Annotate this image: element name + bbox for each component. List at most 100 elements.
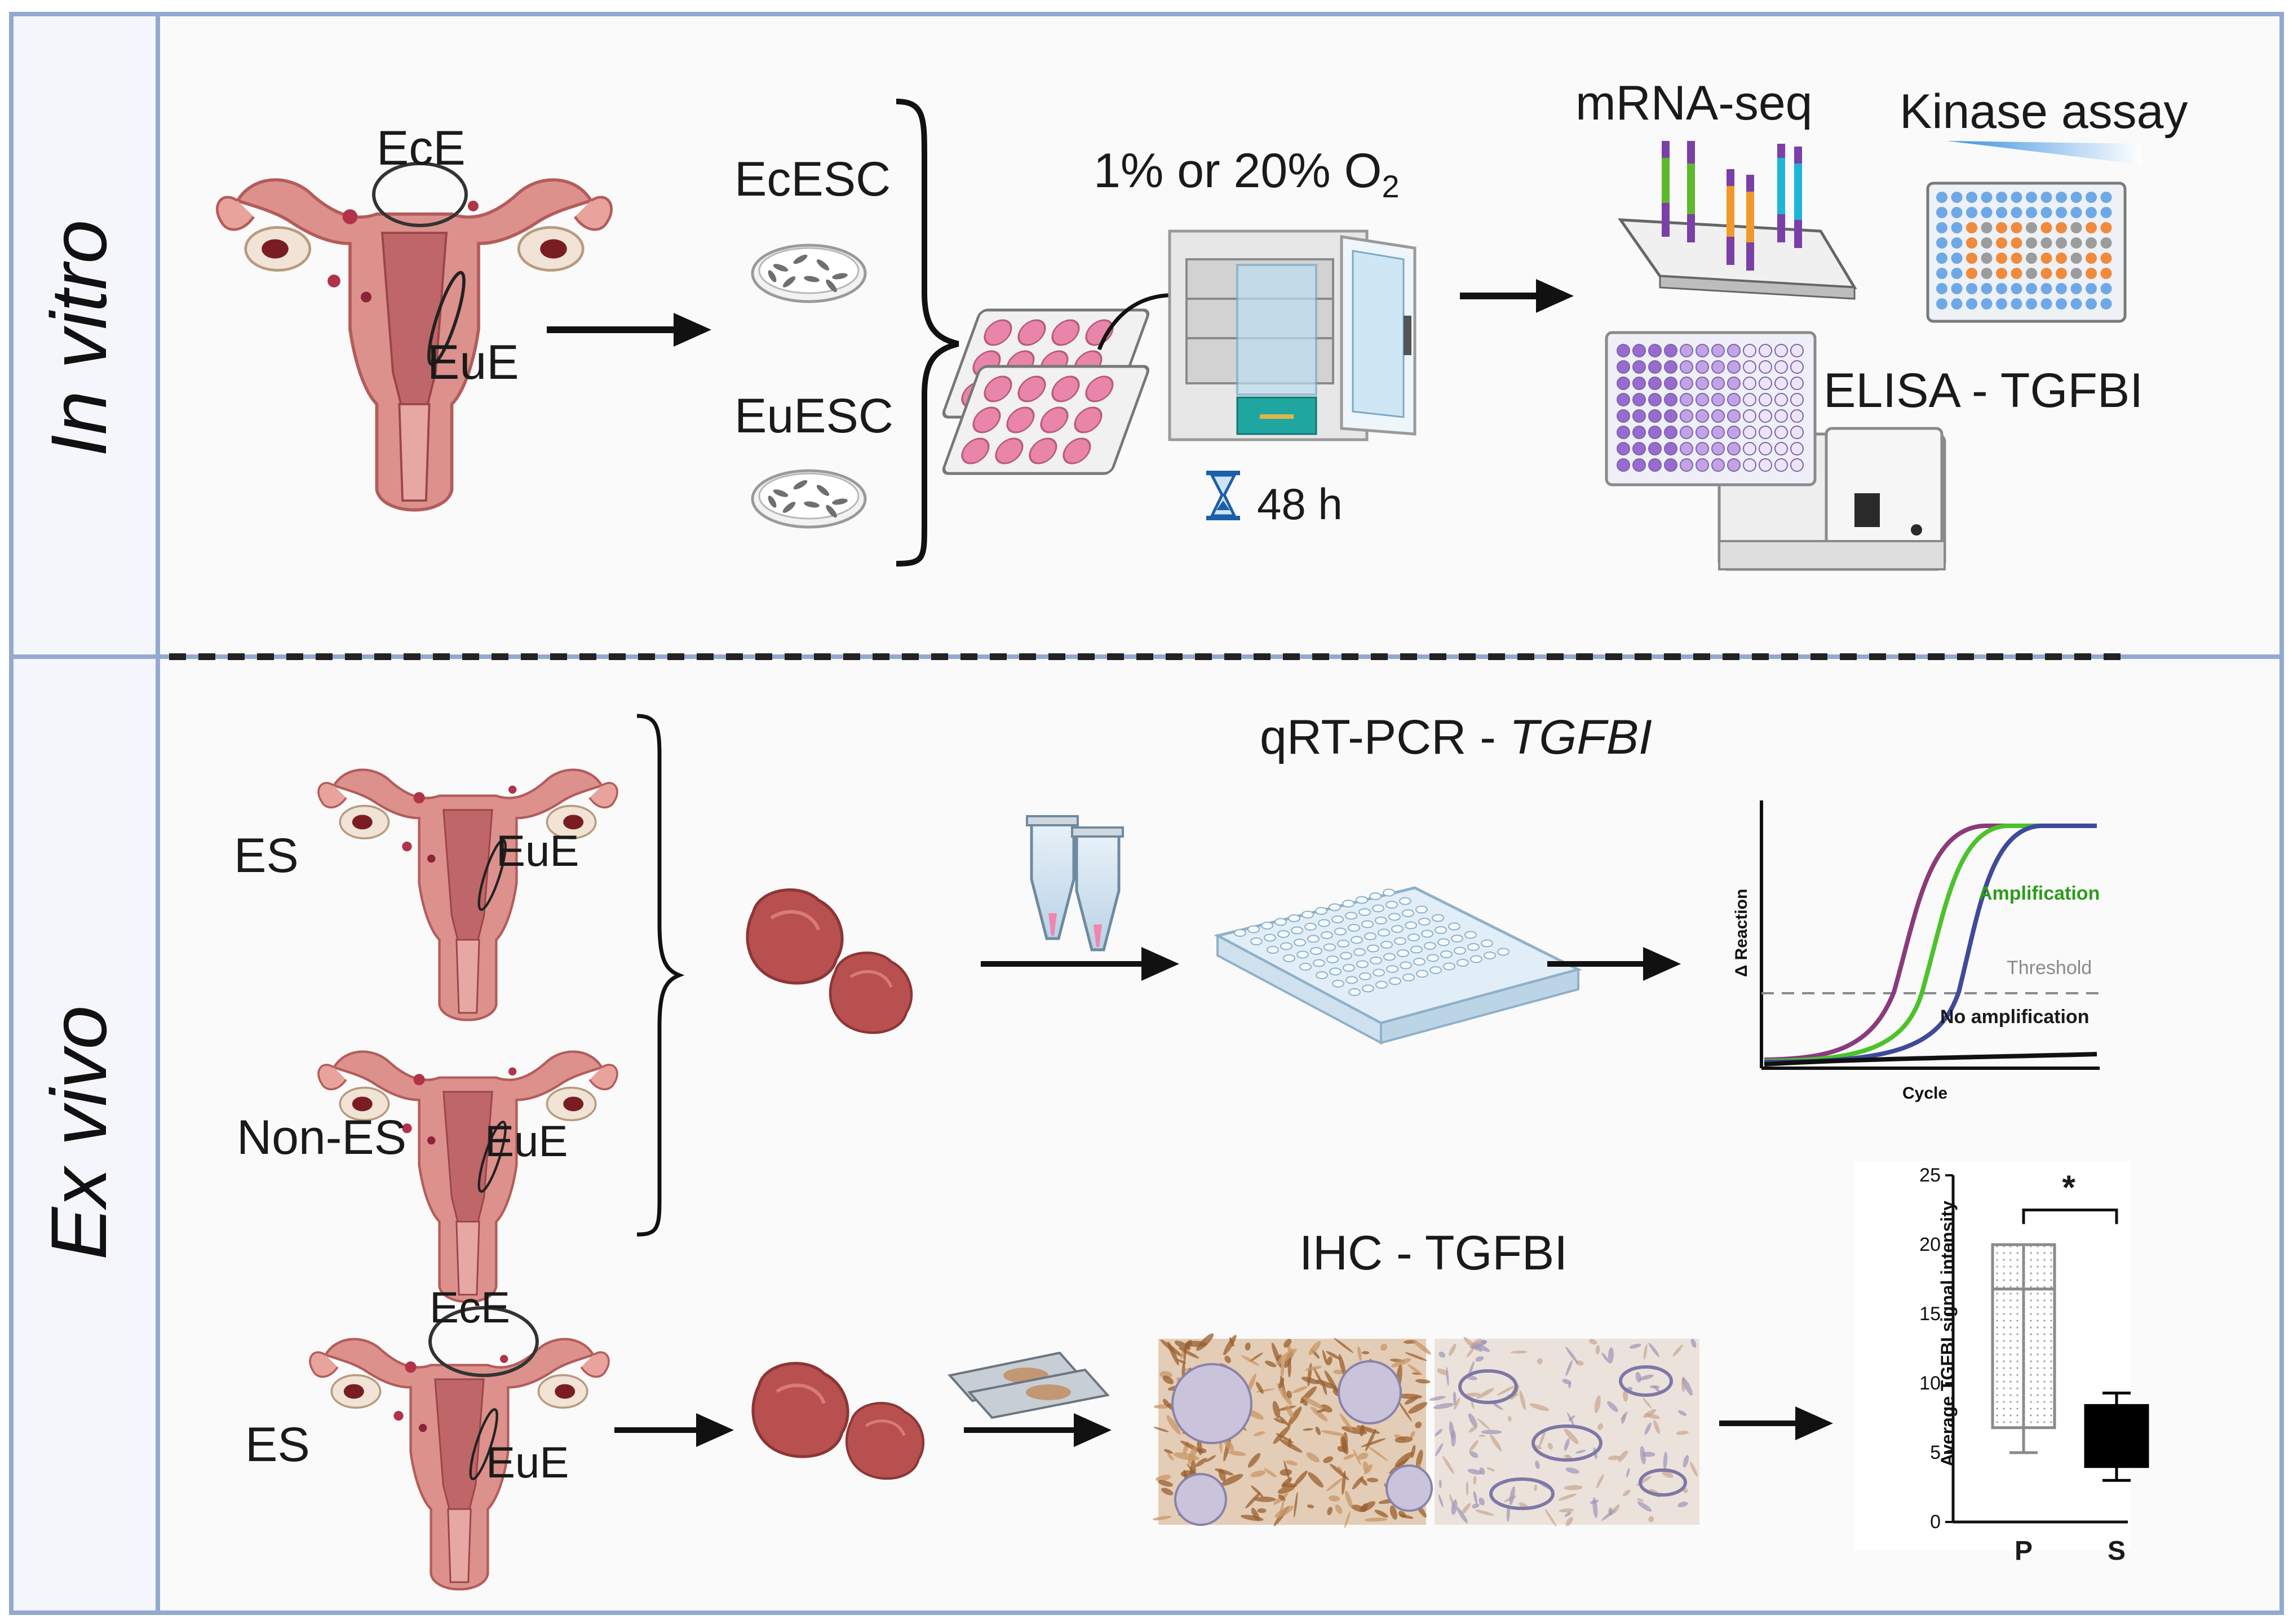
elisa-well — [1664, 344, 1677, 357]
pcr-well — [1358, 908, 1371, 916]
ihc-stain — [1663, 1452, 1668, 1470]
ihc-stain — [1529, 1403, 1550, 1411]
ihc-stain — [1682, 1377, 1693, 1396]
elisa-well — [1696, 458, 1709, 472]
elisa-well — [1711, 409, 1725, 423]
ihc-stain — [1326, 1477, 1344, 1492]
kinase-well — [1951, 192, 1963, 203]
pcr-well — [1375, 917, 1387, 924]
kinase-well — [2011, 253, 2022, 264]
elisa-well — [1664, 409, 1677, 423]
pcr-well — [1386, 965, 1398, 973]
ihc-stain — [1307, 1504, 1314, 1508]
ihc-stain — [1251, 1507, 1260, 1521]
ihc-stain — [1539, 1429, 1546, 1448]
ihc-stain — [1405, 1352, 1427, 1361]
ihc-stain — [1285, 1460, 1298, 1466]
ihc-stain — [1469, 1440, 1479, 1453]
ihc-stain — [1564, 1428, 1579, 1444]
elisa-well — [1727, 360, 1741, 374]
elisa-well — [1680, 377, 1693, 390]
pcr-well — [1280, 942, 1292, 950]
ihc-stain — [1466, 1481, 1469, 1496]
ihc-stain — [1362, 1351, 1370, 1355]
kinase-well — [1951, 207, 1963, 218]
kinase-well — [2011, 192, 2022, 203]
ihc-stain — [1642, 1452, 1655, 1457]
ihc-stain — [1308, 1341, 1321, 1355]
elisa-well — [1790, 393, 1804, 406]
pcr-well — [1304, 923, 1317, 931]
kinase-well — [1996, 268, 2007, 279]
ihc-stain — [1287, 1406, 1302, 1426]
elisa-well — [1648, 409, 1662, 423]
ihc-stain — [1623, 1489, 1631, 1497]
ihc-stain — [1597, 1423, 1603, 1430]
elisa-well — [1696, 426, 1709, 439]
ihc-stain — [1477, 1418, 1490, 1430]
gland — [1338, 1360, 1402, 1424]
pcr-well — [1383, 888, 1395, 897]
eue-label-non-es: EuE — [485, 1116, 568, 1166]
elisa-well — [1632, 393, 1646, 406]
elisa-well — [1711, 426, 1725, 439]
amplification-plot — [1760, 800, 2100, 1070]
ihc-stain — [1166, 1415, 1181, 1435]
pcr-well — [1329, 903, 1341, 911]
ihc-stain — [1399, 1514, 1414, 1519]
boxplot-category-label: S — [2108, 1536, 2126, 1566]
non-es-label: Non-ES — [237, 1110, 407, 1165]
kinase-well — [2056, 298, 2067, 309]
ihc-stain — [1313, 1368, 1323, 1384]
kinase-well — [2026, 207, 2037, 218]
ihc-stain — [1257, 1508, 1267, 1514]
ihc-stain — [1607, 1401, 1618, 1412]
ihc-stain — [1639, 1374, 1654, 1380]
ihc-stain — [1621, 1414, 1626, 1424]
elisa-well — [1617, 409, 1630, 423]
pcr-well — [1362, 984, 1374, 993]
pcr-well — [1407, 933, 1420, 941]
kinase-well — [2086, 298, 2097, 309]
ihc-stain — [1635, 1371, 1641, 1383]
pcr-well — [1361, 920, 1374, 928]
pcr-well — [1356, 896, 1368, 904]
arrow-to-ihc-images — [964, 1413, 1112, 1447]
kinase-well — [2086, 283, 2097, 294]
ihc-stain — [1245, 1342, 1251, 1351]
kinase-well — [1981, 283, 1993, 294]
ihc-stain — [1292, 1386, 1308, 1393]
pcr-well — [1370, 957, 1382, 964]
ecesc-label: EcESC — [734, 152, 891, 206]
in-vitro-label-box — [9, 12, 160, 659]
ihc-stain — [1161, 1488, 1174, 1495]
elisa-well — [1648, 344, 1662, 357]
ihc-stain — [1623, 1390, 1628, 1402]
kinase-well — [2086, 253, 2097, 264]
ihc-stain — [1223, 1335, 1237, 1356]
elisa-well — [1790, 344, 1804, 357]
pcr-well — [1307, 935, 1320, 943]
kinase-well — [1981, 253, 1993, 264]
elisa-well — [1759, 426, 1772, 439]
ihc-stain — [1328, 1495, 1340, 1502]
pcr-well — [1410, 945, 1423, 954]
pcr-well — [1356, 960, 1369, 968]
kinase-assay-plate — [1926, 141, 2142, 323]
pcr-well — [1399, 897, 1411, 905]
ihc-stain — [1188, 1446, 1197, 1465]
arrow-uterus-to-cells — [547, 313, 711, 347]
ihc-stain — [1326, 1351, 1341, 1360]
ihc-stain — [1277, 1383, 1292, 1406]
kinase-well — [2100, 298, 2112, 309]
kinase-well — [1966, 237, 1977, 249]
elisa-well — [1759, 393, 1772, 406]
ihc-stain — [1509, 1486, 1515, 1506]
petri-dish-ecesc — [752, 245, 865, 302]
kinase-well — [2026, 222, 2037, 233]
kinase-well — [1996, 298, 2007, 309]
ihc-stain — [1311, 1406, 1328, 1422]
elisa-well — [1648, 458, 1662, 472]
ihc-stain — [1337, 1466, 1343, 1472]
pcr-well — [1247, 925, 1260, 933]
